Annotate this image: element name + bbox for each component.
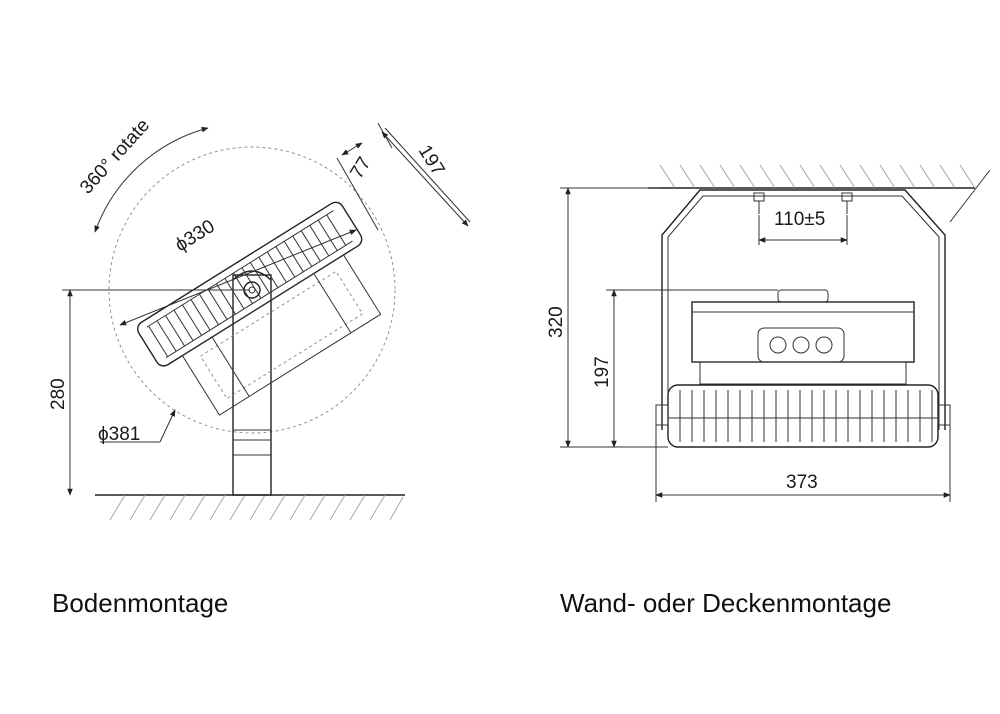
dim-77: 77 [346, 154, 375, 183]
caption-wall-ceiling-mount: Wand- oder Deckenmontage [560, 588, 892, 618]
heat-sink-body [655, 384, 951, 448]
wall-ceiling-mount-view: 110±5 320 [546, 164, 991, 502]
rotate-arrow [94, 126, 209, 233]
driver-housing [691, 289, 915, 385]
dim-diameter-381: ϕ381 [98, 424, 140, 445]
floor-hatching [95, 494, 405, 521]
dim-height-197: 197 [592, 356, 613, 388]
ceiling-hatching [648, 164, 991, 223]
caption-floor-mount: Bodenmontage [52, 588, 229, 618]
rotate-label: 360° rotate [76, 115, 154, 198]
u-bracket [661, 189, 946, 430]
dim-bolt-spacing: 110±5 [774, 209, 825, 230]
floor-mount-view: 360° rotate ϕ330 77 197 280 ϕ381 [48, 115, 471, 521]
dim-height-280: 280 [48, 378, 69, 410]
dim-height-320: 320 [546, 306, 567, 338]
dimension-lines-77-197 [336, 122, 471, 231]
dimension-line-330 [119, 229, 357, 326]
dimension-line-197-right [606, 289, 778, 448]
dim-197-left: 197 [414, 142, 449, 180]
dimension-line-280 [62, 289, 250, 496]
rotation-envelope-circle [108, 146, 396, 434]
dimension-line-373 [655, 425, 951, 502]
luminaire-body-rotated [137, 201, 382, 416]
mounting-bolts [753, 192, 853, 214]
dim-width-373: 373 [786, 472, 818, 493]
dimension-line-110 [758, 215, 848, 245]
dim-diameter-330: ϕ330 [172, 216, 219, 256]
